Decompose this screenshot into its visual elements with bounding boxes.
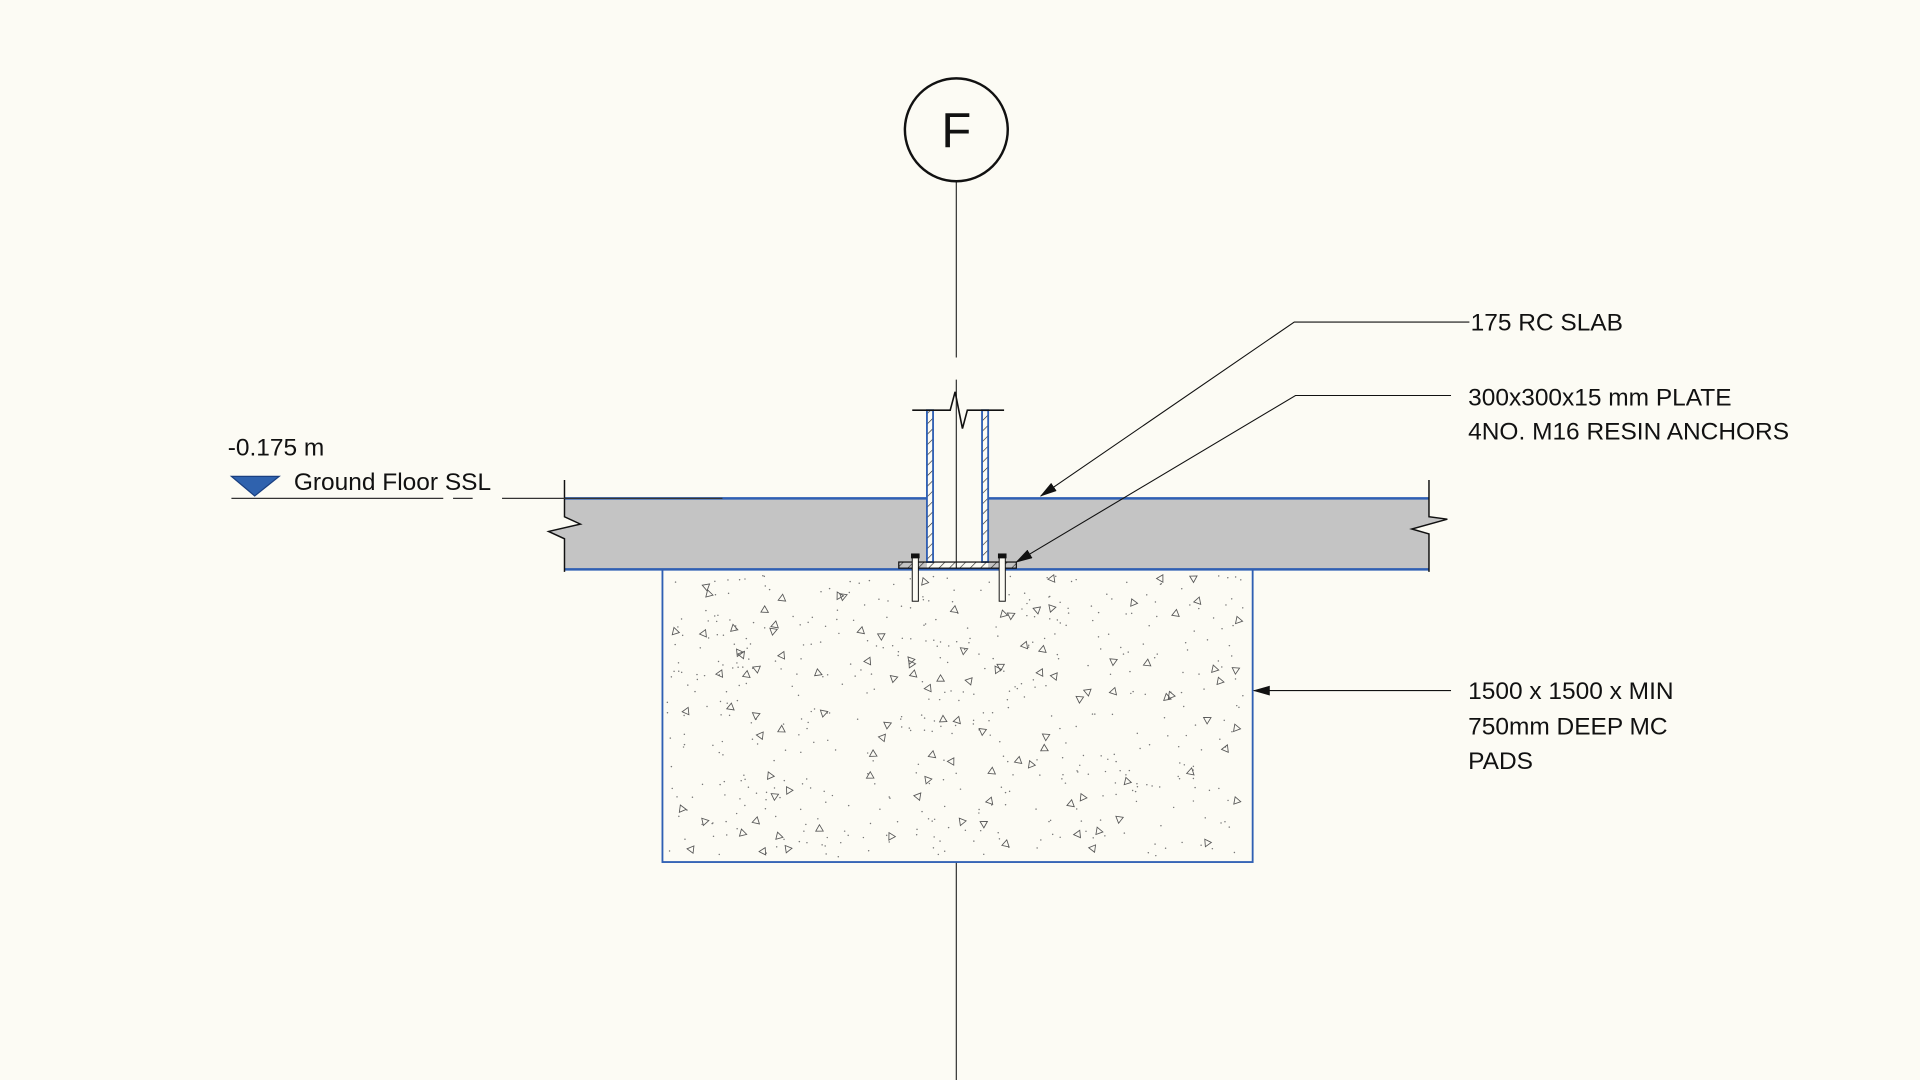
level-name: Ground Floor SSL: [294, 469, 491, 496]
resin-anchors: [911, 553, 1007, 602]
concrete-pad: [661, 568, 1254, 863]
label-pad-1: 1500 x 1500 x MIN: [1468, 678, 1673, 705]
level-value: -0.175 m: [228, 435, 325, 462]
level-triangle-icon: [229, 475, 281, 497]
label-slab: 175 RC SLAB: [1471, 310, 1623, 337]
label-plate-1: 300x300x15 mm PLATE: [1468, 384, 1731, 411]
concrete-aggregate-pattern: [666, 573, 1244, 858]
leader-slab: 175 RC SLAB: [1039, 310, 1623, 497]
grid-label: F: [941, 104, 971, 158]
label-pad-2: 750mm DEEP MC: [1468, 714, 1667, 741]
leader-pad: 1500 x 1500 x MIN 750mm DEEP MC PADS: [1252, 678, 1674, 775]
base-plate: [898, 561, 1017, 569]
level-marker: -0.175 m Ground Floor SSL: [228, 435, 723, 499]
grid-bubble: F: [903, 77, 1009, 183]
label-plate-2: 4NO. M16 RESIN ANCHORS: [1468, 419, 1789, 446]
rc-slab: [546, 480, 1448, 572]
label-pad-3: PADS: [1468, 748, 1533, 775]
leader-plate: 300x300x15 mm PLATE 4NO. M16 RESIN ANCHO…: [1015, 384, 1789, 563]
break-line: [912, 391, 1005, 429]
